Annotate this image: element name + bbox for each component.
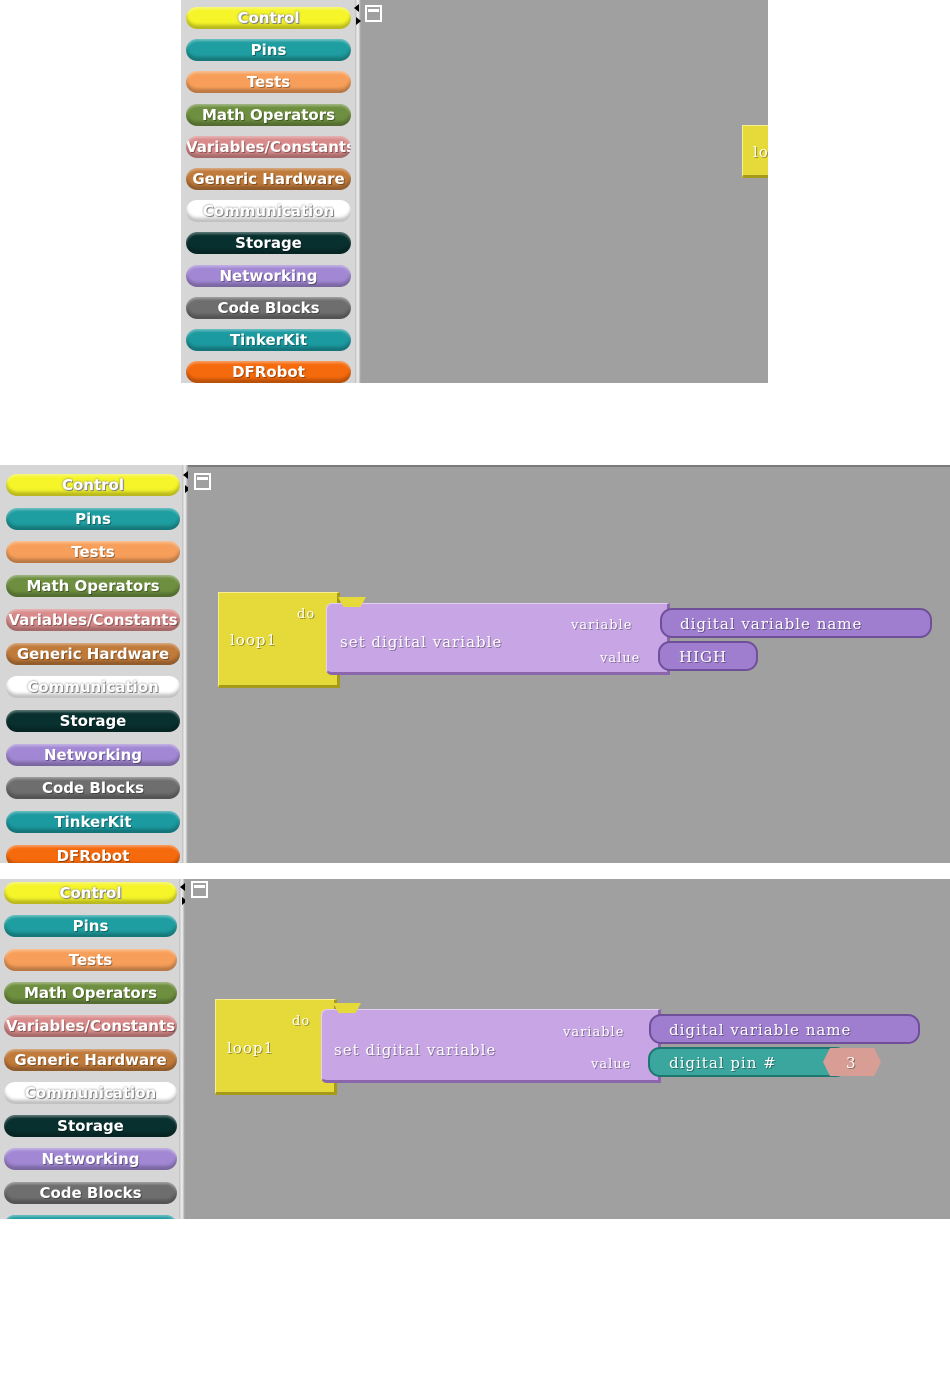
category-math-operators-button[interactable]: Math Operators — [186, 103, 351, 126]
set-block-label: set digital variable — [334, 1041, 497, 1059]
expand-right-arrow-icon[interactable] — [356, 17, 361, 25]
category-storage-button[interactable]: Storage — [186, 232, 351, 255]
collapse-left-arrow-icon[interactable] — [354, 4, 359, 12]
high-value-block[interactable] — [658, 641, 758, 671]
sidebar-splitter[interactable] — [355, 0, 361, 383]
minimize-icon[interactable] — [194, 473, 211, 490]
expand-right-arrow-icon[interactable] — [185, 485, 190, 493]
loop-label: loop1 — [753, 143, 768, 161]
set-block-label: set digital variable — [340, 633, 503, 651]
set-digital-variable-block[interactable] — [321, 1009, 661, 1083]
workspace-canvas[interactable]: loop1 do set digital variable variable v… — [188, 465, 950, 863]
category-pins-button[interactable]: Pins — [4, 915, 177, 938]
minimize-icon[interactable] — [365, 5, 382, 22]
category-storage-button[interactable]: Storage — [6, 709, 180, 732]
loop-label: loop1 — [227, 1039, 275, 1057]
category-tests-button[interactable]: Tests — [4, 948, 177, 971]
category-code-blocks-button[interactable]: Code Blocks — [6, 777, 180, 800]
category-control-button[interactable]: Control — [4, 882, 177, 904]
sidebar-splitter[interactable] — [182, 465, 188, 863]
value-socket-label: value — [591, 1057, 632, 1072]
minimize-icon[interactable] — [191, 881, 208, 898]
category-dfrobot-button[interactable]: DFRobot — [186, 361, 351, 383]
workspace-canvas[interactable]: loop1 do — [361, 0, 768, 383]
category-tinkerkit-button[interactable] — [4, 1215, 177, 1219]
category-variables-constants-button[interactable]: Variables/Constants — [4, 1015, 177, 1038]
category-networking-button[interactable]: Networking — [6, 743, 180, 766]
category-code-blocks-button[interactable]: Code Blocks — [186, 296, 351, 319]
do-label: do — [292, 1014, 311, 1029]
category-generic-hardware-button[interactable]: Generic Hardware — [4, 1048, 177, 1071]
category-storage-button[interactable]: Storage — [4, 1115, 177, 1138]
set-block-notch — [338, 597, 366, 607]
digital-variable-name-block[interactable] — [649, 1014, 920, 1044]
collapse-left-arrow-icon[interactable] — [180, 883, 185, 891]
category-pins-button[interactable]: Pins — [6, 507, 180, 530]
category-generic-hardware-button[interactable]: Generic Hardware — [186, 168, 351, 190]
category-networking-button[interactable]: Networking — [186, 264, 351, 287]
category-networking-button[interactable]: Networking — [4, 1148, 177, 1171]
category-math-operators-button[interactable]: Math Operators — [4, 981, 177, 1004]
workspace-canvas[interactable]: loop1 do set digital variable variable v… — [185, 879, 950, 1219]
category-tinkerkit-button[interactable]: TinkerKit — [186, 329, 351, 351]
set-block-notch — [333, 1003, 361, 1013]
category-communication-button[interactable]: Communication — [6, 676, 180, 699]
category-communication-button[interactable]: Communication — [4, 1081, 177, 1104]
variable-socket-label: variable — [563, 1025, 625, 1040]
category-tinkerkit-button[interactable]: TinkerKit — [6, 811, 180, 833]
category-generic-hardware-button[interactable]: Generic Hardware — [6, 642, 180, 665]
category-control-button[interactable]: Control — [186, 7, 351, 29]
category-control-button[interactable]: Control — [6, 474, 180, 496]
set-digital-variable-block[interactable] — [326, 603, 670, 675]
digital-pin-text: digital pin # — [669, 1054, 777, 1072]
category-math-operators-button[interactable]: Math Operators — [6, 575, 180, 598]
category-pins-button[interactable]: Pins — [186, 39, 351, 62]
value-socket-label: value — [600, 651, 641, 666]
digital-pin-block[interactable] — [648, 1047, 848, 1077]
do-label: do — [297, 607, 316, 622]
collapse-left-arrow-icon[interactable] — [183, 471, 188, 479]
digital-variable-name-text: digital variable name — [680, 615, 863, 633]
loop-block[interactable] — [218, 592, 340, 688]
loop-label: loop1 — [230, 631, 278, 649]
pin-number-block[interactable] — [823, 1048, 881, 1076]
expand-right-arrow-icon[interactable] — [182, 897, 187, 905]
category-tests-button[interactable]: Tests — [186, 71, 351, 94]
loop-block[interactable] — [742, 125, 768, 178]
digital-variable-name-block[interactable] — [660, 608, 932, 638]
category-dfrobot-button[interactable]: DFRobot — [6, 844, 180, 863]
category-code-blocks-button[interactable]: Code Blocks — [4, 1181, 177, 1204]
digital-variable-name-text: digital variable name — [669, 1021, 852, 1039]
category-communication-button[interactable]: Communication — [186, 200, 351, 223]
category-tests-button[interactable]: Tests — [6, 541, 180, 564]
variable-socket-label: variable — [571, 618, 633, 633]
category-variables-constants-button[interactable]: Variables/Constants — [186, 135, 351, 158]
sidebar-splitter[interactable] — [179, 879, 185, 1219]
category-variables-constants-button[interactable]: Variables/Constants — [6, 608, 180, 631]
pin-number-text: 3 — [846, 1054, 857, 1072]
high-value-text: HIGH — [679, 648, 728, 666]
